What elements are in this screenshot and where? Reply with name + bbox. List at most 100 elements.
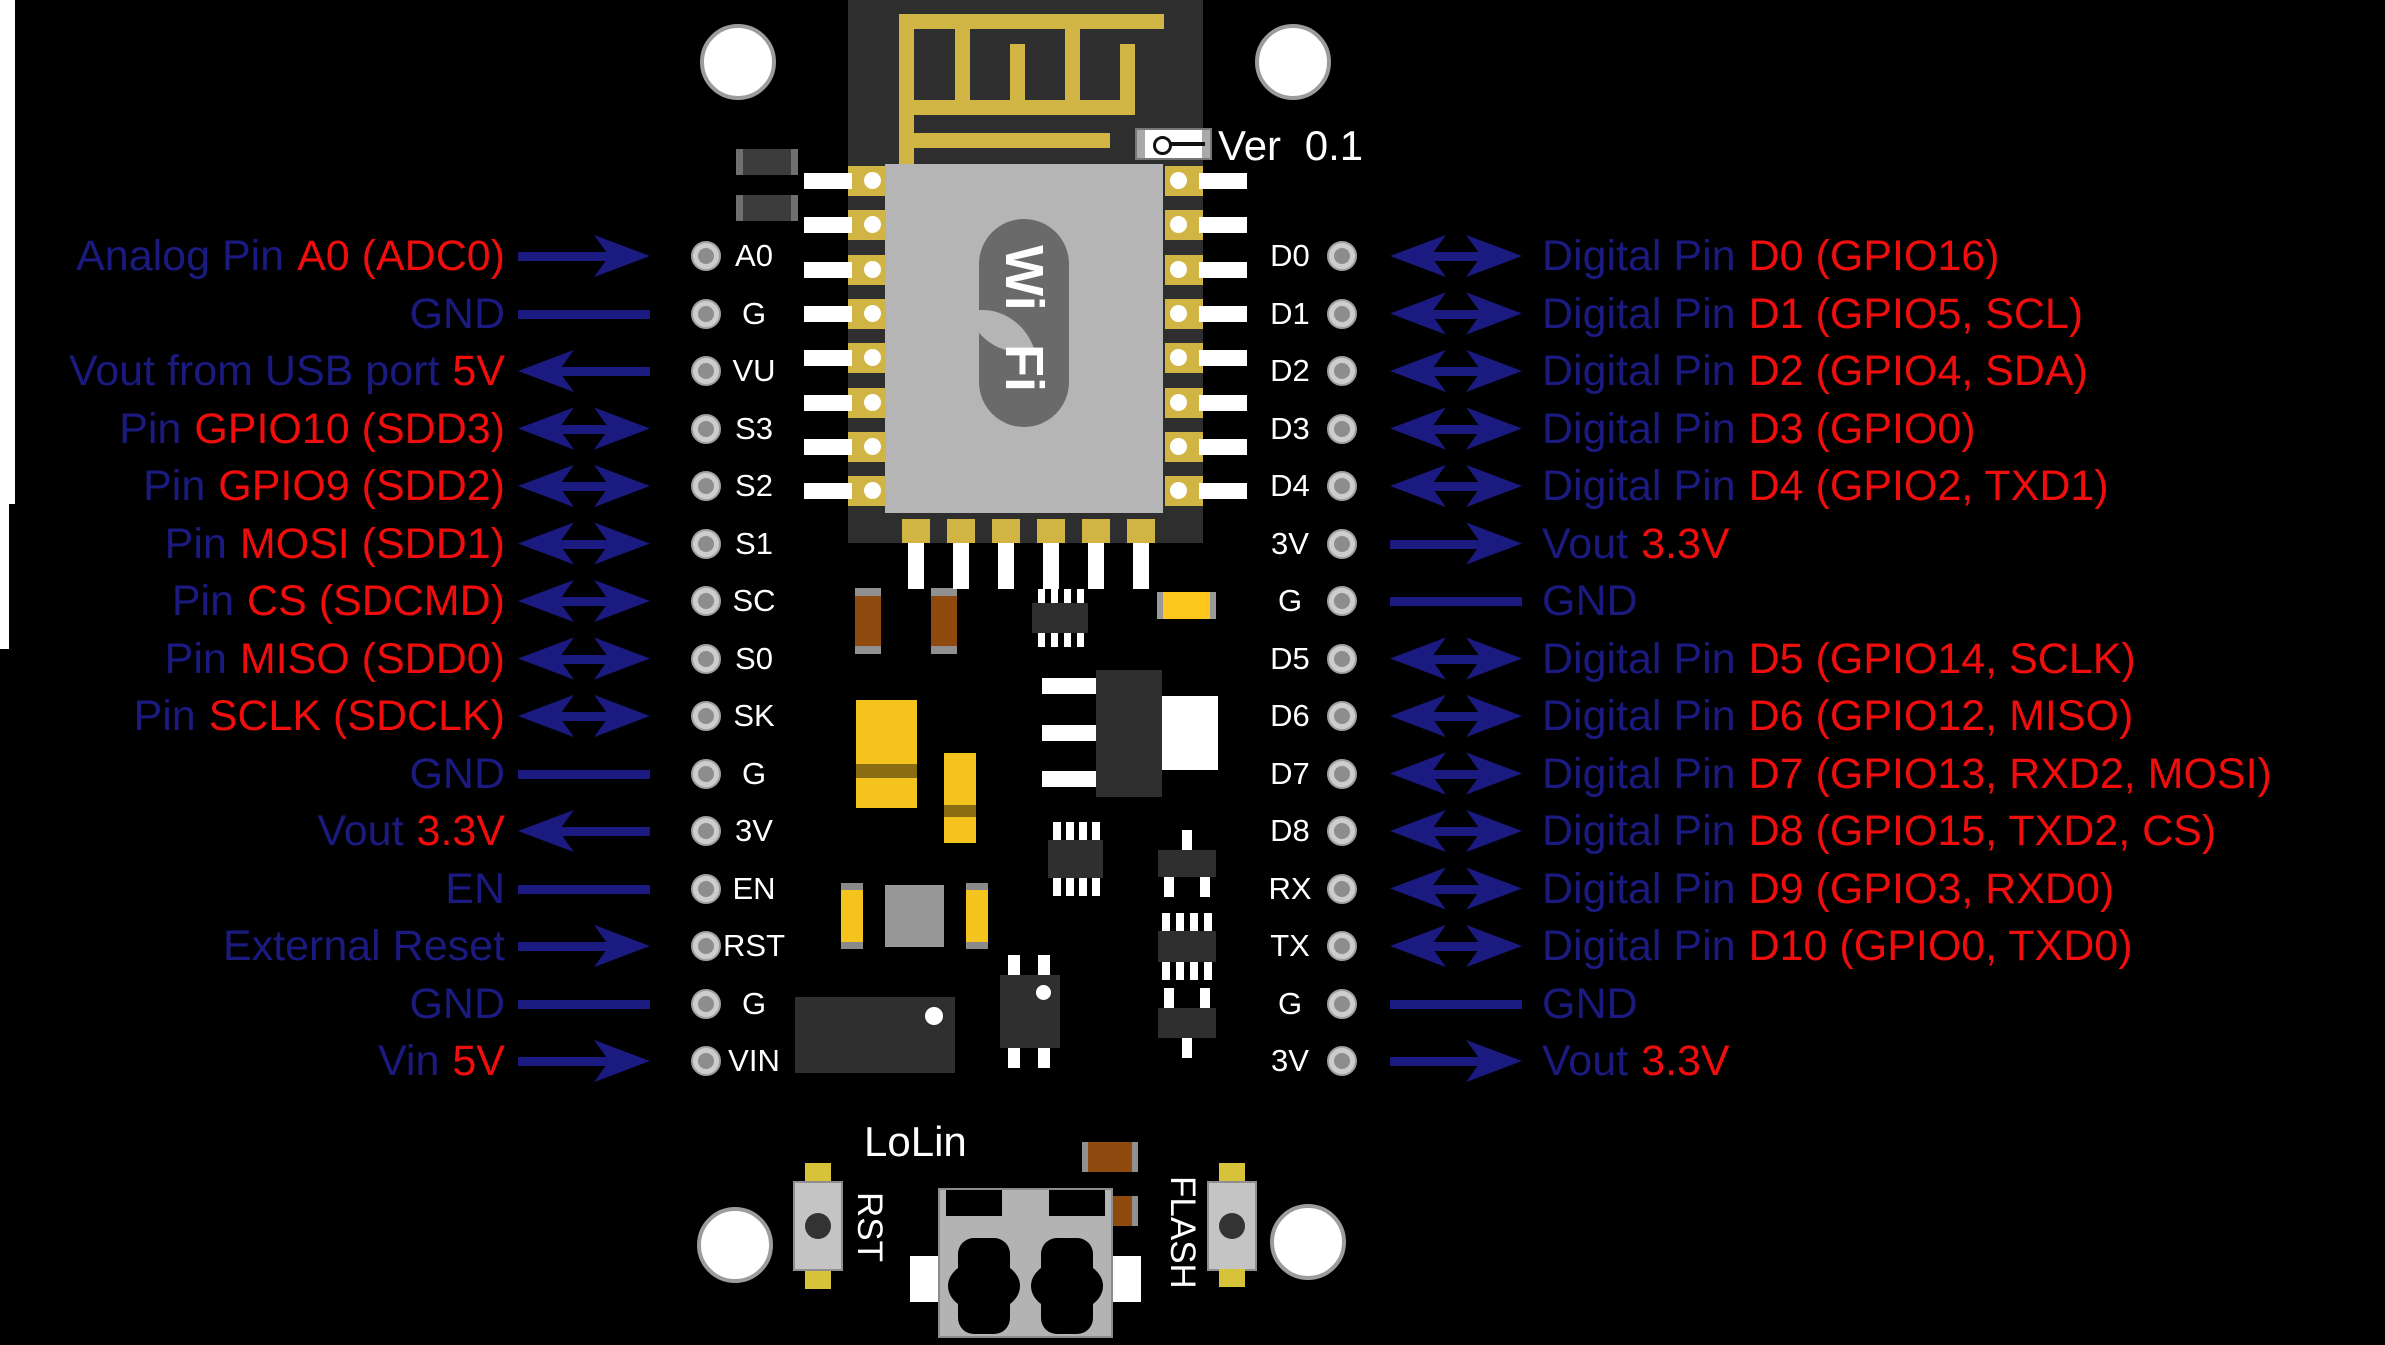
pin-label: D6 (1270, 698, 1310, 733)
signal-connector (1390, 233, 1522, 279)
module-pad (1037, 519, 1065, 543)
pin-label: RX (1268, 870, 1312, 906)
connector-shaft (558, 482, 610, 491)
connector-shaft (1430, 424, 1482, 434)
connector-shaft (1430, 309, 1482, 319)
pin-description-text: Digital Pin (1542, 634, 1736, 683)
pin-hole (698, 708, 714, 724)
pin-description-text: Pin (171, 577, 235, 625)
connector-shaft (558, 367, 650, 376)
signal-connector (518, 636, 650, 682)
pin-description-text: Digital Pin (1542, 347, 1736, 395)
pin-description-text: Vout (1542, 519, 1629, 568)
signal-connector (518, 693, 650, 739)
connector-shaft (518, 252, 610, 261)
module-pad-hole (1170, 393, 1187, 411)
signal-connector (1390, 693, 1522, 739)
wifi-logo-text: Fi (994, 344, 1054, 392)
connector-shaft (558, 597, 610, 606)
pin-description-text: Digital Pin (1542, 807, 1736, 855)
ic-chip (1000, 955, 1060, 1068)
pin-label: D2 (1270, 353, 1310, 388)
signal-connector (1390, 636, 1522, 682)
pin-hole (698, 880, 714, 897)
pin-label: G (741, 985, 767, 1021)
pin-description-text: Pin (164, 519, 227, 568)
antenna-trace (899, 14, 914, 164)
pin-description-text: Digital Pin (1542, 864, 1736, 913)
pin-label: S3 (735, 410, 773, 446)
pin-hole (698, 420, 714, 437)
connector-shaft (558, 827, 650, 836)
pin-description-text: GND (409, 749, 505, 798)
ic-leg (0, 360, 15, 396)
pin-description-right: GND (1542, 573, 2385, 629)
pin-pad (691, 1046, 721, 1076)
module-pad-trace (1199, 261, 1247, 278)
pin-label: VU (732, 353, 776, 388)
connector-shaft (1390, 1057, 1482, 1066)
ic-leg (0, 144, 15, 180)
pin-function-text: D2 (GPIO4, SDA) (1748, 347, 2088, 395)
pin-description-text: GND (409, 979, 505, 1028)
pin-label: 3V (1271, 525, 1309, 561)
pin-description-text: Vout from USB port (68, 347, 440, 395)
usb-pin (0, 562, 9, 591)
pin-pad (1327, 643, 1357, 674)
pin-hole (1334, 708, 1350, 724)
module-pad-hole (1170, 437, 1187, 455)
module-pad-leg (1088, 543, 1104, 589)
pin-pad (1327, 931, 1357, 961)
pin1-dot (1036, 985, 1051, 1000)
module-pad (1165, 387, 1247, 418)
module-pad-hole (1170, 304, 1187, 322)
pin-function-text: 5V (452, 1037, 505, 1085)
signal-connector (1390, 578, 1522, 624)
transistor (1158, 830, 1216, 897)
signal-connector (1390, 866, 1522, 912)
smd-capacitor (931, 588, 957, 654)
antenna-trace (1010, 44, 1025, 115)
pin-description-text: Digital Pin (1542, 289, 1736, 338)
antenna-trace (899, 133, 1110, 148)
module-pad-hole (1170, 349, 1187, 367)
pin-hole (698, 248, 714, 264)
connector-shaft (1430, 769, 1482, 779)
module-pad-trace (1199, 483, 1247, 500)
module-pad-hole (1170, 482, 1187, 500)
ic-chip (1158, 913, 1216, 980)
flash-button-label: FLASH (1163, 1176, 1202, 1289)
pin-label: G (741, 295, 767, 331)
smd-capacitor (1082, 1142, 1138, 1172)
connector-shaft (518, 942, 610, 951)
pin-hole (1334, 478, 1350, 494)
ic-leg (0, 216, 15, 252)
module-pad (1165, 431, 1247, 462)
pin-pad (691, 931, 721, 961)
wifi-logo: Wi Fi (967, 219, 1069, 427)
electrolytic-capacitor (856, 700, 917, 808)
wifi-logo-text: Wi (994, 245, 1054, 311)
pin-hole (698, 363, 714, 379)
module-pad-hole (1170, 216, 1187, 234)
pin-function-text: D6 (GPIO12, MISO) (1748, 692, 2134, 740)
pin-hole (698, 305, 714, 322)
pin-hole (1334, 650, 1350, 667)
antenna-trace (899, 14, 1164, 29)
ic-leg (0, 108, 15, 144)
pin-description-text: Digital Pin (1542, 462, 1736, 510)
module-pad-trace (1199, 305, 1247, 322)
pin-pad (691, 586, 721, 616)
usb-tab (1113, 1256, 1141, 1302)
pin-hole (1334, 823, 1350, 839)
